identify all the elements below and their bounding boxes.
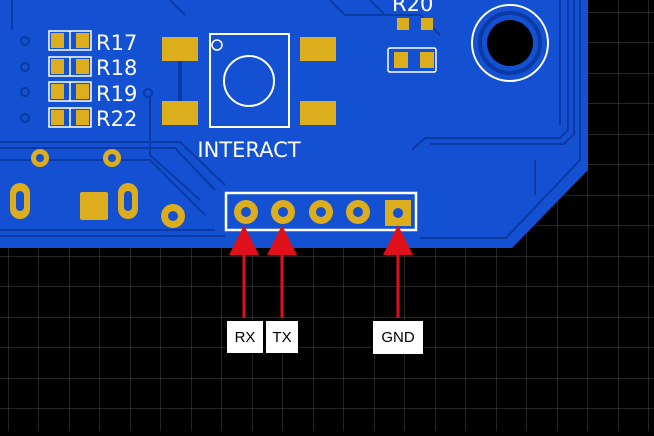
label-r19: R19 (96, 82, 137, 106)
label-r18: R18 (96, 56, 137, 80)
callout-rx: RX (226, 320, 264, 354)
pcb-board (0, 0, 588, 248)
label-r22: R22 (96, 107, 137, 131)
misc-pads (10, 149, 185, 228)
uart-header (224, 191, 418, 232)
header-pin-icon (234, 200, 411, 226)
vias (20, 36, 153, 123)
r20-footprints (387, 18, 437, 73)
mounting-hole (471, 4, 549, 82)
resistor-footprints (48, 30, 92, 128)
label-r20: R20 (392, 0, 433, 16)
interact-button-footprint (162, 33, 336, 128)
label-interact: INTERACT (197, 138, 300, 162)
red-arrow-icon (229, 225, 413, 318)
callout-gnd: GND (372, 320, 424, 355)
callout-tx: TX (265, 320, 299, 354)
label-r17: R17 (96, 31, 137, 55)
